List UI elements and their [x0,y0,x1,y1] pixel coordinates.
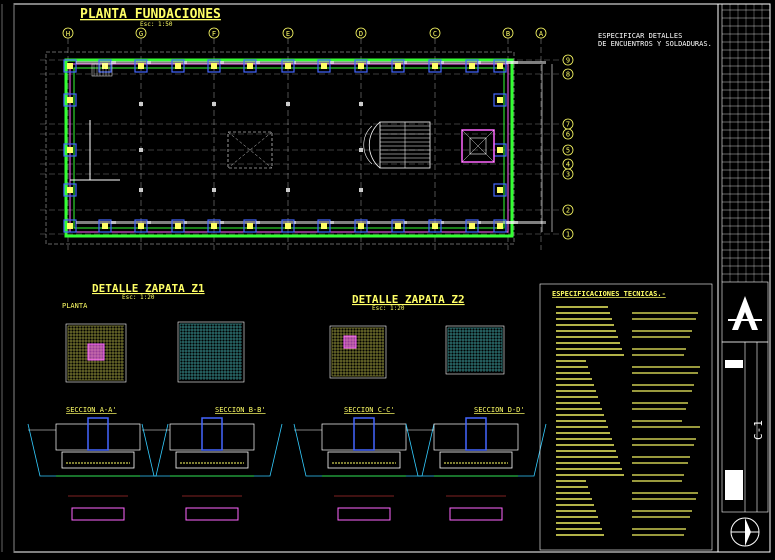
z1-planta-label: PLANTA [62,302,88,310]
axis-marker-top: F [208,27,220,250]
footing [98,59,151,73]
axis-marker-right: 5 [40,144,574,156]
svg-text:F: F [212,30,216,38]
svg-text:1: 1 [566,231,570,239]
stair [363,121,431,169]
footing [354,59,407,73]
svg-text:3: 3 [566,171,570,179]
footing [63,93,77,107]
footing [391,59,444,73]
footing [207,219,260,233]
footing [134,59,187,73]
footing-z2-detail: DETALLE ZAPATA Z2 Esc: 1:20 SECCION C-C'… [293,293,547,521]
footing [243,219,296,233]
svg-text:H: H [66,30,70,38]
axis-marker-top: D [355,27,367,250]
z1-section-b: SECCION B-B' [215,406,266,414]
axis-marker-top: C [429,27,441,250]
svg-text:E: E [286,30,290,38]
footing [493,219,546,233]
axis-marker-top: G [135,27,147,250]
z2-scale: Esc: 1:20 [372,305,405,312]
footing-section [405,417,547,521]
footing [207,59,260,73]
footing [98,219,151,233]
footing [63,219,116,233]
central-void [227,131,273,169]
footing [243,59,296,73]
svg-text:D: D [359,30,363,38]
footing-section [141,417,283,521]
axis-marker-top: E [282,27,294,250]
z1-title: DETALLE ZAPATA Z1 [92,282,205,295]
axis-marker-right: 8 [40,68,574,80]
title-block: C-1 [717,3,771,553]
footing [63,143,77,157]
footing-z1-detail: DETALLE ZAPATA Z1 Esc: 1:20 PLANTA SECCI… [27,282,283,521]
axis-marker-right: 3 [40,168,574,180]
z2-section-c: SECCION C-C' [344,406,395,414]
footing [465,219,518,233]
axis-marker-right: 6 [40,128,574,140]
footing [391,219,444,233]
svg-text:4: 4 [566,161,570,169]
axis-marker-right: 7 [40,118,574,130]
footing [281,219,334,233]
footing [317,219,370,233]
plan-scale: Esc: 1:50 [140,21,173,28]
z1-section-a: SECCION A-A' [66,406,117,414]
sheet-number: C-1 [752,420,765,440]
axis-marker-right: 1 [40,228,574,240]
footing [317,59,370,73]
svg-text:8: 8 [566,71,570,79]
axis-marker-top: A [535,27,547,250]
svg-text:5: 5 [566,147,570,155]
svg-text:9: 9 [566,57,570,65]
footing [171,59,224,73]
z1-scale: Esc: 1:20 [122,294,155,301]
footing [428,219,481,233]
z2-title: DETALLE ZAPATA Z2 [352,293,465,306]
plan-title: PLANTA FUNDACIONES [80,7,221,22]
axis-marker-right: 4 [40,158,574,170]
technical-specs: ESPECIFICACIONES TECNICAS.- [539,283,713,551]
footing [63,59,116,73]
footing [63,183,77,197]
plan-note-1: ESPECIFICAR DETALLES [598,32,682,40]
footing [493,93,507,107]
plan-note-2: DE ENCUENTROS Y SOLDADURAS. [598,40,712,48]
footing [493,59,546,73]
svg-text:G: G [139,30,143,38]
svg-text:7: 7 [566,121,570,129]
svg-text:B: B [506,30,510,38]
z2-section-d: SECCION D-D' [474,406,525,414]
specs-title: ESPECIFICACIONES TECNICAS.- [552,290,666,298]
foundation-plan: PLANTA FUNDACIONES Esc: 1:50 ESPECIFICAR… [40,7,712,250]
svg-text:2: 2 [566,207,570,215]
footing [354,219,407,233]
elevator-pit [461,129,495,163]
sheet-border [13,3,771,553]
footing [171,219,224,233]
axis-marker-top: H [62,27,74,250]
footing-section [293,417,435,521]
footing [428,59,481,73]
footing [281,59,334,73]
footing-section [27,417,169,521]
axis-marker-right: 2 [40,204,574,216]
svg-text:C: C [433,30,437,38]
footing [465,59,518,73]
svg-text:6: 6 [566,131,570,139]
footing [134,219,187,233]
svg-text:A: A [539,30,544,38]
footing [493,183,507,197]
